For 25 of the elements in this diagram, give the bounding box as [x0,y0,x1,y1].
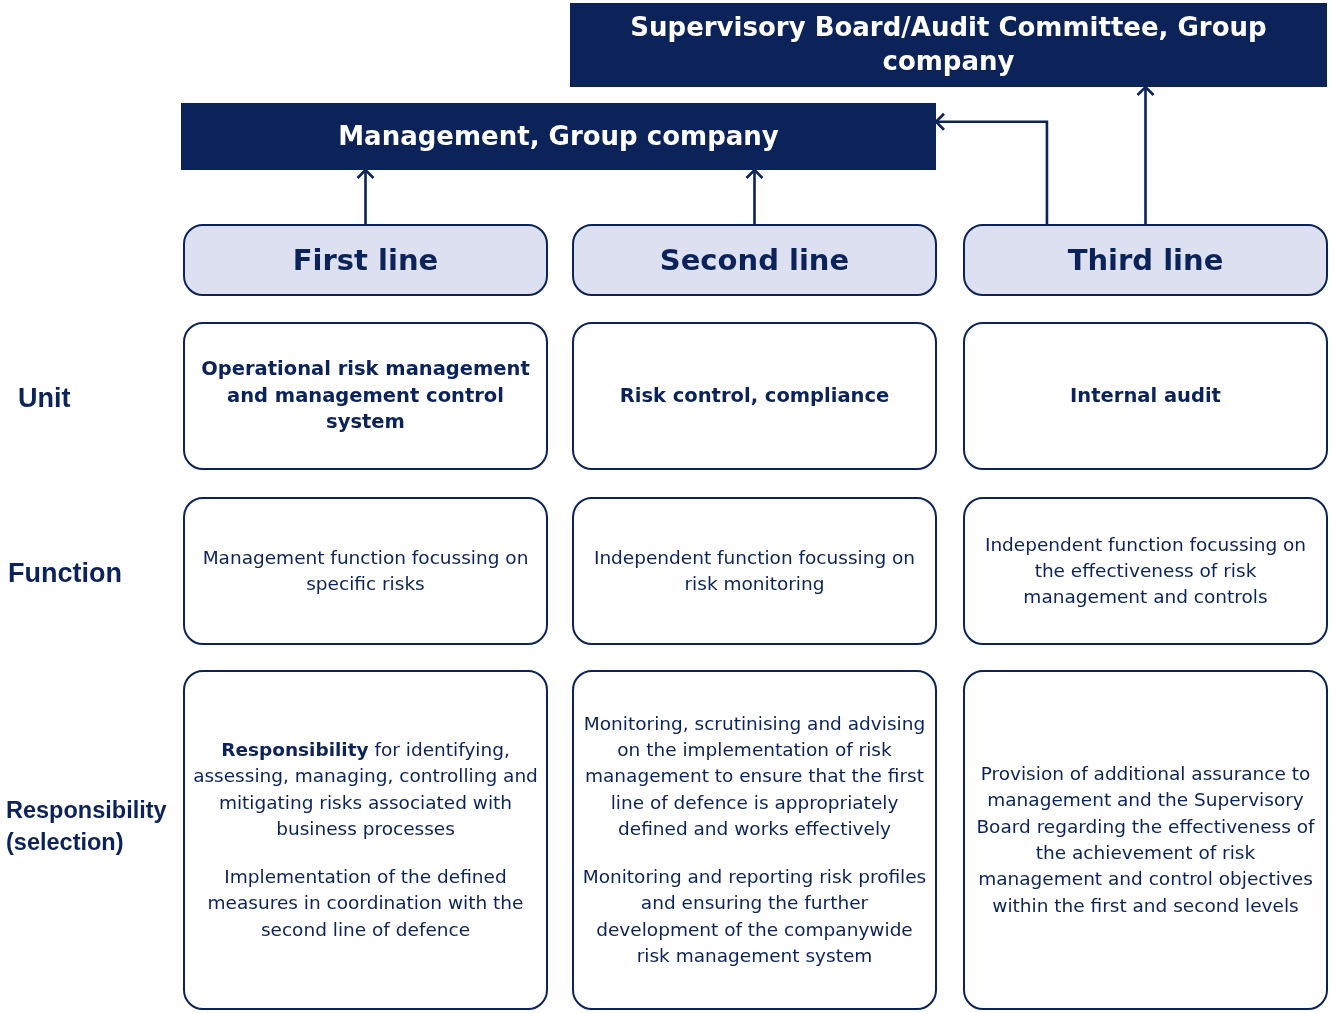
content-card [183,670,548,1010]
content-card: Independent function focussing on the effectiveness of risk management and controls [963,497,1328,645]
paragraph: Implementation of the defined measures in coordination with the second line of defence [206,865,525,942]
column-header: Third line [963,224,1328,296]
content-card [572,670,937,1010]
row-label: Responsibility (selection) [6,796,168,857]
paragraph: Monitoring, scrutinising and advising on the implementation of risk management to ensure that the first line of defence is appropriately defined and works effectively [582,711,927,841]
content-card: Management function focussing on specific risks [183,497,548,645]
content-card: Independent function focussing on risk monitoring [572,497,937,645]
unit-card: Internal audit [963,322,1328,470]
paragraph: Responsibility for identifying, assessing, managing, controlling and mitigating risks associated with business processes [193,738,538,841]
header-bar: Supervisory Board/Audit Committee, Group company [570,3,1327,87]
column-header: Second line [572,224,937,296]
column-header: First line [183,224,548,296]
paragraph: Provision of additional assurance to management and the Supervisory Board regarding the effectiveness of the achievement of risk management and control objectives within the first and second levels [975,762,1316,918]
content-card [963,670,1328,1010]
row-label: Function [8,557,123,590]
arrow [1136,85,1155,224]
arrow [356,168,375,224]
arrow [745,168,764,224]
paragraph: Monitoring and reporting risk profiles and ensuring the further development of the companywide risk management system [582,865,927,968]
row-label: Unit [18,382,72,415]
unit-card: Operational risk management and management control system [183,322,548,470]
unit-card: Risk control, compliance [572,322,937,470]
header-bar: Management, Group company [181,103,936,170]
